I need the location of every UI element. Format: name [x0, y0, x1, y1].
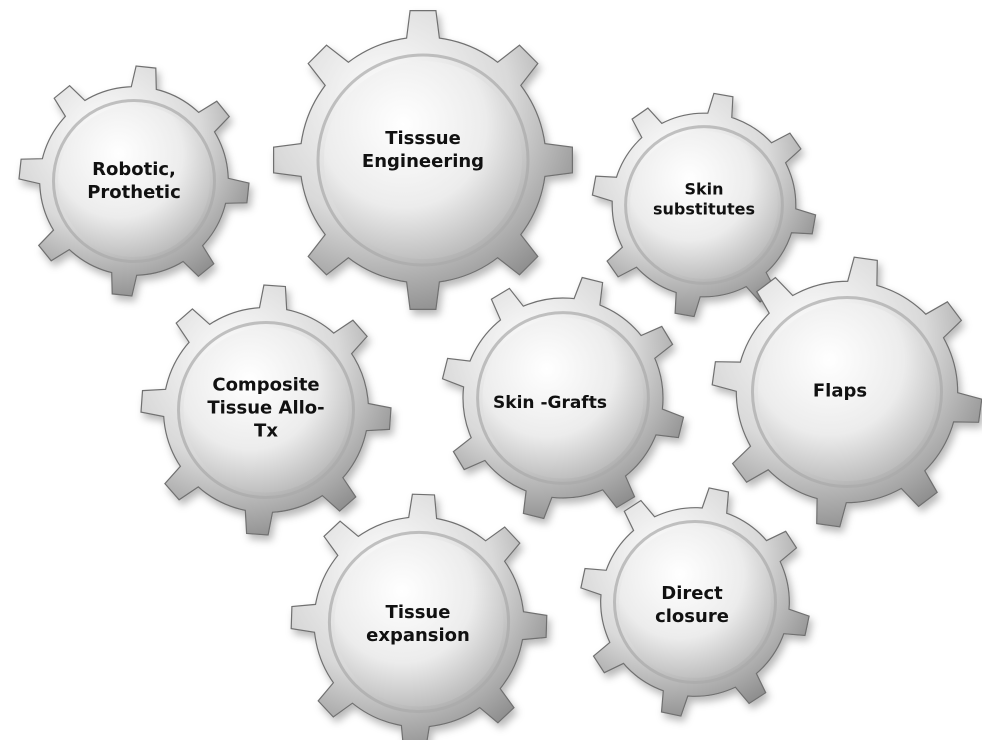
label-line: Composite — [207, 373, 324, 396]
gear-label-tissue-engineering: Tisssue Engineering — [362, 127, 484, 173]
label-line: closure — [655, 605, 729, 628]
label-line: Tissue Allo- — [207, 396, 324, 419]
label-line: Tisssue — [362, 127, 484, 150]
gear-label-flaps: Flaps — [813, 379, 867, 402]
label-line: Direct — [655, 582, 729, 605]
label-line: Tx — [207, 420, 324, 443]
label-line: substitutes — [653, 200, 755, 220]
label-line: Flaps — [813, 379, 867, 402]
gear-label-robotic-prothetic: Robotic, Prothetic — [87, 158, 181, 204]
gear-label-skin-grafts: Skin -Grafts — [493, 393, 607, 415]
gear-label-skin-substitutes: Skin substitutes — [653, 180, 755, 221]
gear-label-direct-closure: Direct closure — [655, 582, 729, 628]
label-line: Tissue — [366, 601, 470, 624]
label-line: Engineering — [362, 150, 484, 173]
label-line: Robotic, — [87, 158, 181, 181]
label-line: Skin — [653, 180, 755, 200]
gear-label-composite-tissue-allo-tx: Composite Tissue Allo- Tx — [207, 373, 324, 442]
label-line: Skin -Grafts — [493, 393, 607, 415]
label-line: expansion — [366, 624, 470, 647]
label-line: Prothetic — [87, 181, 181, 204]
gear-label-tissue-expansion: Tissue expansion — [366, 601, 470, 647]
